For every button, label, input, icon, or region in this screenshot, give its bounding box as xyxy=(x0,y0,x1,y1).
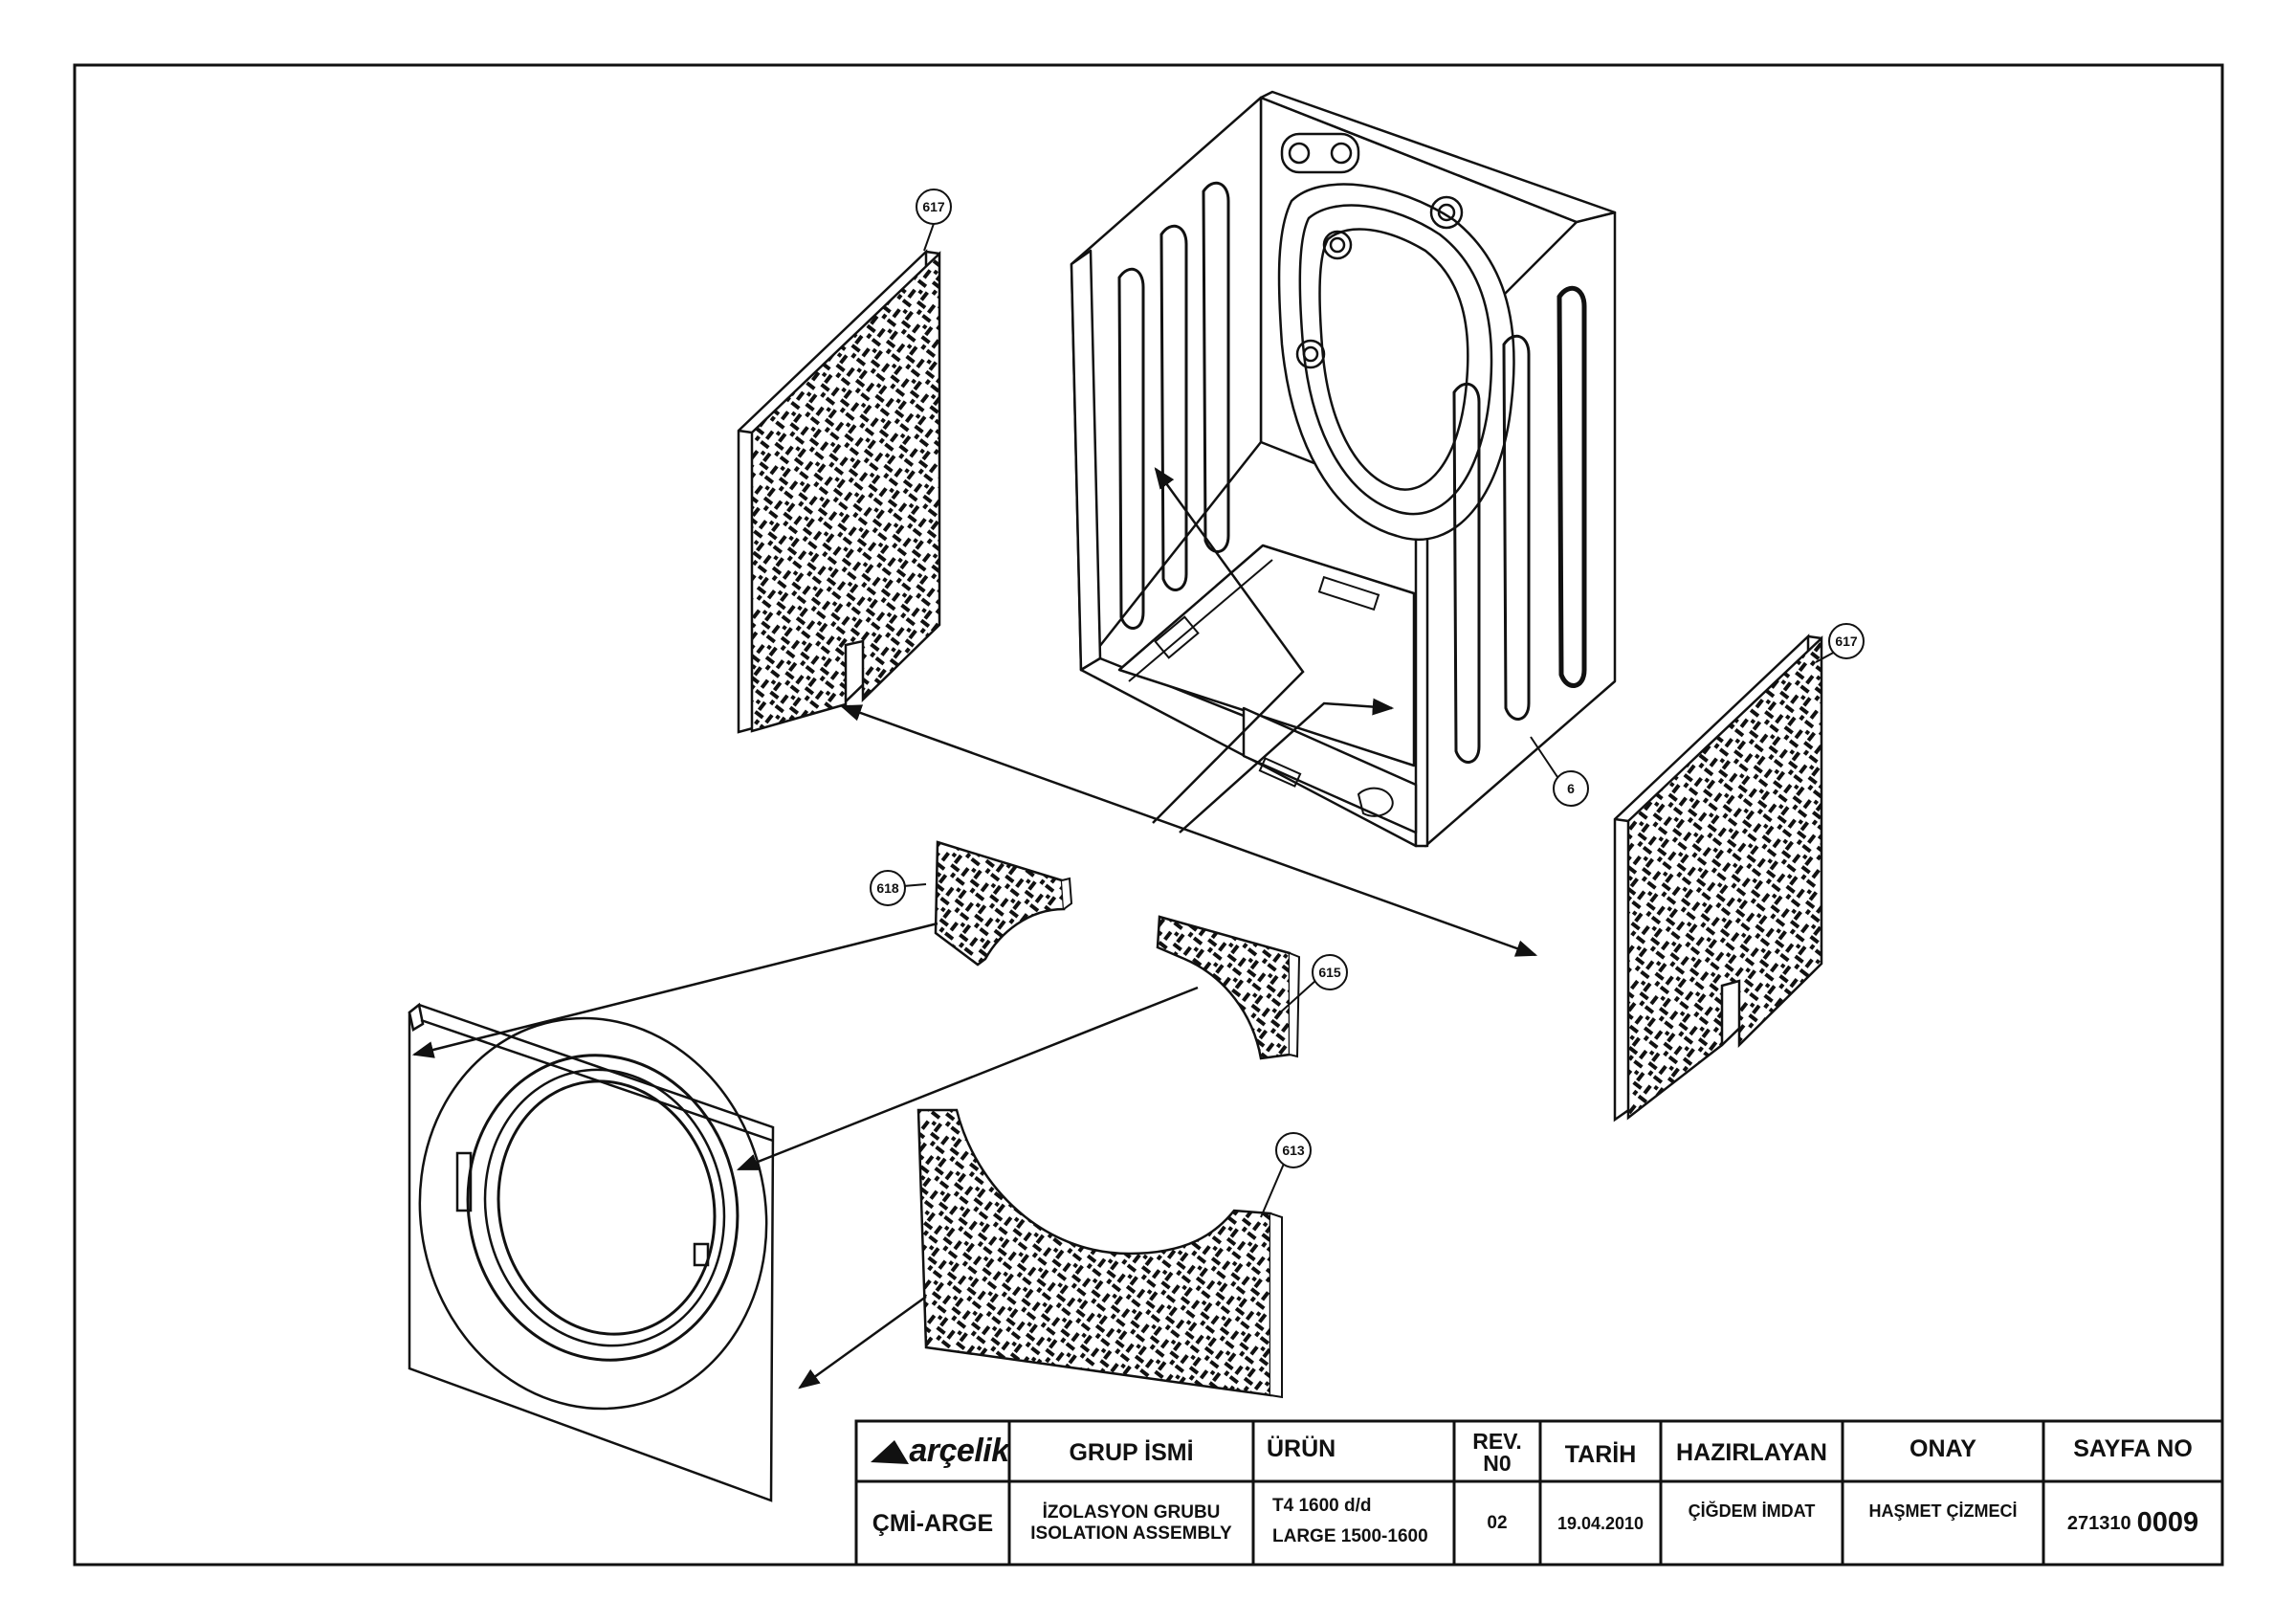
group-name-header: GRUP İSMİ xyxy=(1069,1438,1194,1466)
callout-618-label: 618 xyxy=(876,880,899,896)
arrow-floor-lead xyxy=(1152,467,1305,824)
callout-617-right-label: 617 xyxy=(1835,634,1858,649)
insulation-part-613 xyxy=(916,1108,1283,1399)
callout-615-label: 615 xyxy=(1318,965,1341,980)
callout-6 xyxy=(1553,770,1589,807)
arrow-617-left-to-right xyxy=(839,704,1538,957)
arrow-floor-lead-2 xyxy=(1179,698,1395,834)
title-block-grid xyxy=(854,1419,2224,1567)
callout-613-label: 613 xyxy=(1282,1143,1305,1158)
approved-by-value: HAŞMET ÇİZMECİ xyxy=(1868,1501,2018,1521)
prepared-by-value: ÇİĞDEM İMDAT xyxy=(1688,1501,1816,1521)
revision-value: 02 xyxy=(1487,1513,1508,1534)
cabinet-floor-details xyxy=(1118,545,1415,817)
arcelik-logo-icon xyxy=(871,1440,909,1464)
group-name-value: İZOLASYON GRUBU ISOLATION ASSEMBLY xyxy=(1030,1502,1232,1544)
page-number-header: SAYFA NO xyxy=(2073,1434,2193,1462)
callout-617-left-label: 617 xyxy=(922,199,945,214)
insulation-panel-617-left xyxy=(737,249,941,734)
assembly-arrows xyxy=(411,467,1538,1390)
brand-logo: arçelik xyxy=(909,1433,1009,1470)
product-value: T4 1600 d/d LARGE 1500-1600 xyxy=(1272,1496,1428,1546)
arrow-615-to-front xyxy=(736,986,1199,1171)
callout-617-left xyxy=(916,189,952,225)
date-value: 19.04.2010 xyxy=(1556,1513,1645,1533)
callout-613 xyxy=(1275,1132,1312,1168)
insulation-part-615 xyxy=(1156,915,1301,1060)
prepared-by-header: HAZIRLAYAN xyxy=(1676,1438,1827,1466)
callout-615 xyxy=(1312,954,1348,990)
insulation-part-618 xyxy=(934,840,1073,967)
callout-618 xyxy=(870,870,906,906)
date-header: TARİH xyxy=(1564,1440,1637,1468)
revision-header: REV. N0 xyxy=(1472,1429,1522,1476)
product-header: ÜRÜN xyxy=(1267,1434,1336,1462)
front-panel xyxy=(408,1002,775,1502)
callout-617-right xyxy=(1828,623,1865,659)
arrow-613-to-front xyxy=(798,1295,927,1390)
callouts xyxy=(870,189,1865,1218)
approved-by-header: ONAY xyxy=(1910,1434,1976,1462)
department-code: ÇMİ-ARGE xyxy=(872,1509,994,1537)
insulation-panel-617-right xyxy=(1613,634,1823,1123)
callout-6-label: 6 xyxy=(1567,781,1575,796)
arrow-618-to-front xyxy=(411,922,938,1058)
